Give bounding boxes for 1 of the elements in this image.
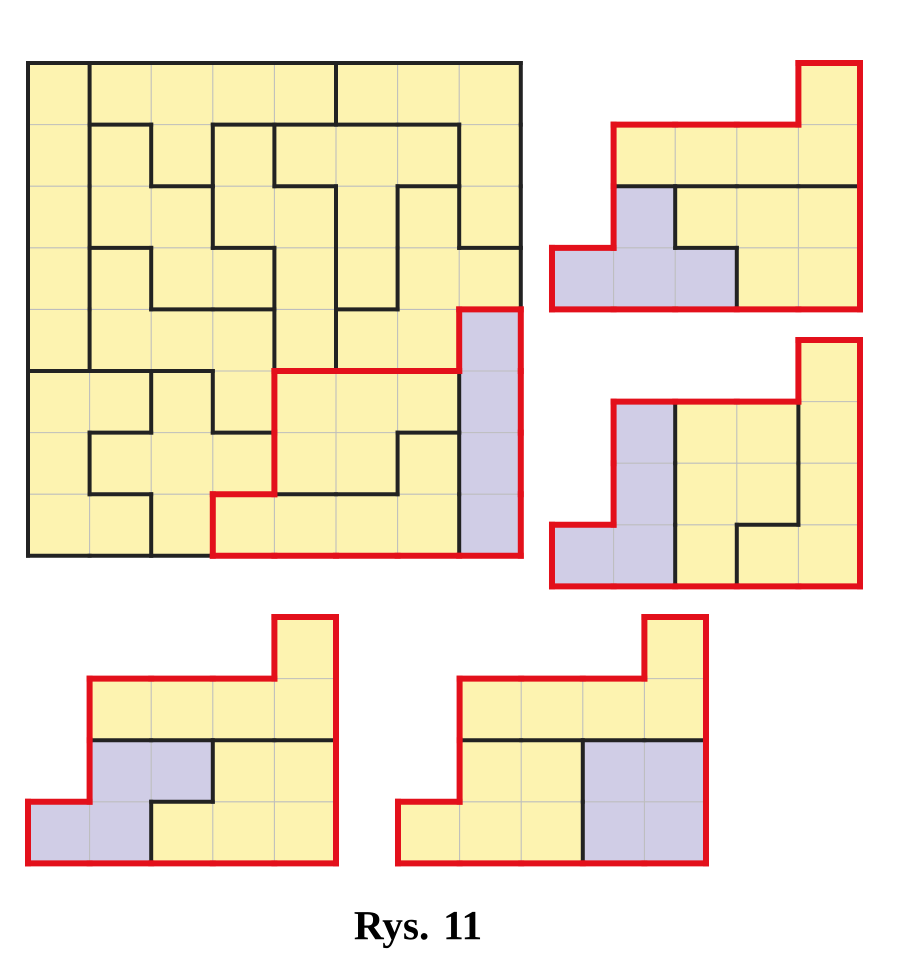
caption: Rys. 11 xyxy=(354,912,480,948)
